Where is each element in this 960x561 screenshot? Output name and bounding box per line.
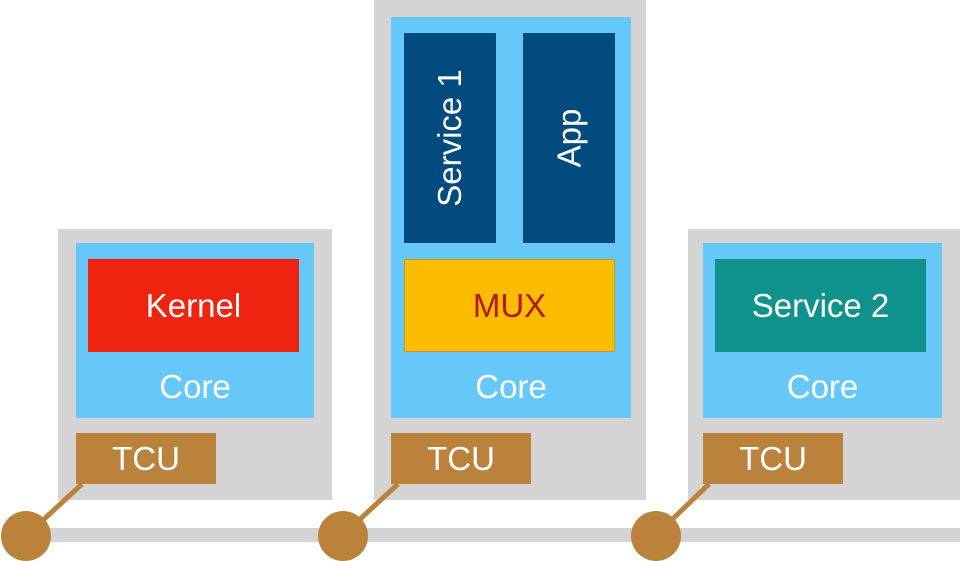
tile-2-tcu: TCU <box>391 433 531 484</box>
tile-1-tcu: TCU <box>76 433 216 484</box>
kernel-block: Kernel <box>88 259 299 352</box>
tile-2-bus-node <box>318 511 368 561</box>
tile-3-bus-node <box>631 511 681 561</box>
service-1-block: Service 1 <box>404 33 496 243</box>
app-block: App <box>523 33 615 243</box>
tile-1-core-label: Core <box>159 368 231 405</box>
service-2-block: Service 2 <box>715 259 926 352</box>
mux-block: MUX <box>404 259 615 352</box>
tile-2-core-label: Core <box>475 368 547 405</box>
tile-3-tcu: TCU <box>703 433 843 484</box>
tile-1-bus-node <box>1 511 51 561</box>
tile-3-core-label: Core <box>786 368 859 405</box>
network-bus <box>30 528 960 542</box>
